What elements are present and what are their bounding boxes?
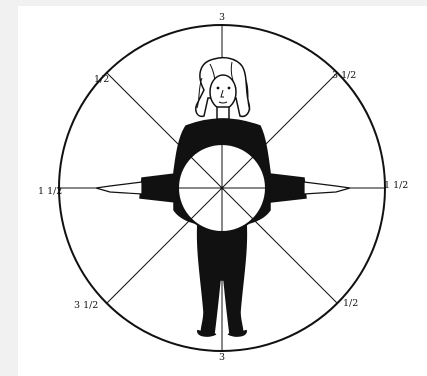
left-forearm (96, 182, 142, 194)
label-right: 1 1/2 (384, 180, 408, 191)
label-top: 3 (219, 12, 225, 23)
label-lower-left: 3 1/2 (74, 300, 98, 311)
label-lower-right: 1/2 (343, 298, 358, 309)
inner-spokes (178, 144, 266, 232)
face (210, 75, 236, 109)
label-upper-left: 1/2 (94, 74, 109, 85)
label-left: 1 1/2 (38, 186, 62, 197)
label-bottom: 3 (219, 352, 225, 363)
label-upper-right: 3 1/2 (332, 70, 356, 81)
left-sleeve (140, 174, 176, 202)
right-forearm (304, 182, 350, 194)
right-sleeve (270, 174, 306, 202)
